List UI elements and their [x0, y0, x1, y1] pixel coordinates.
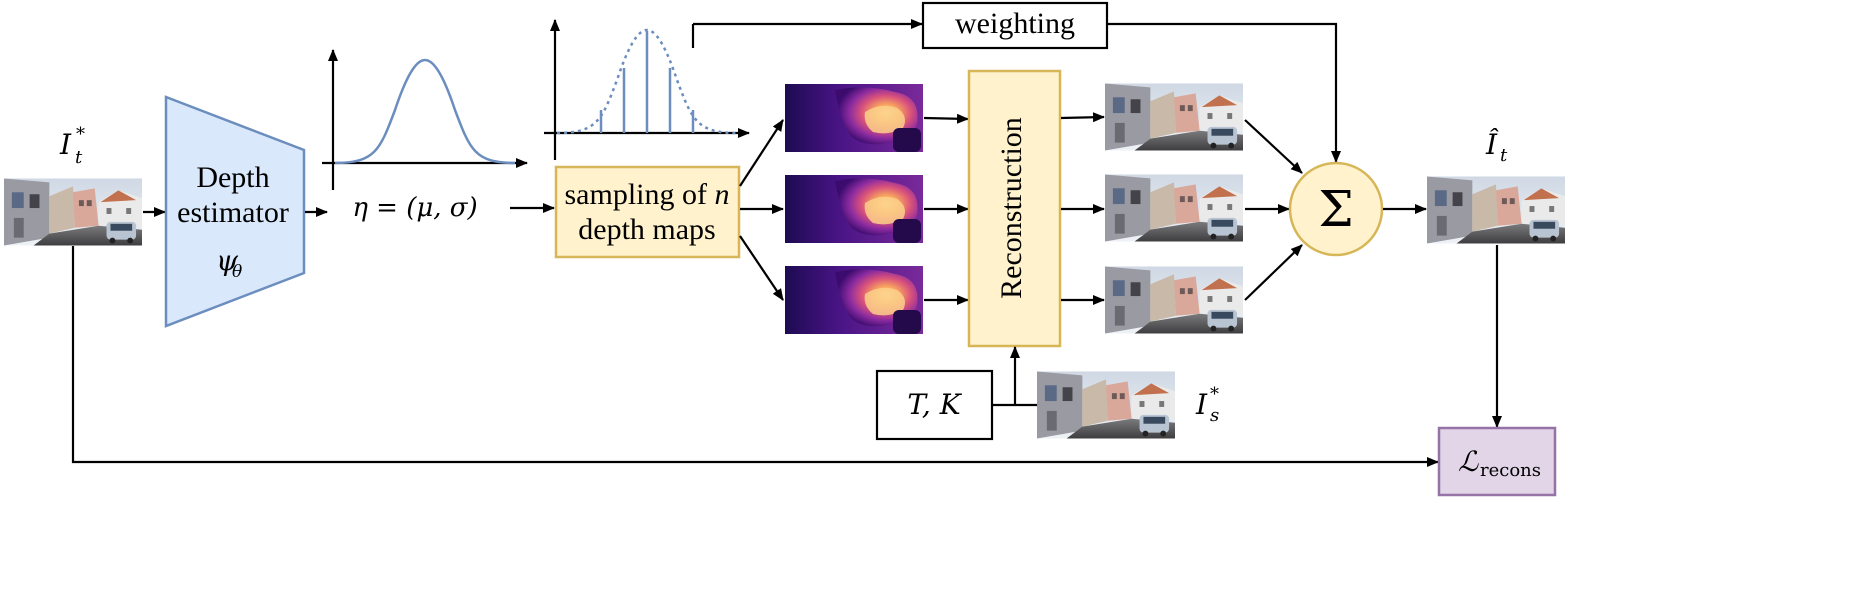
arrow-image-to-sum-1 — [1244, 119, 1303, 174]
reconstructed-image-3 — [1105, 266, 1243, 334]
svg-text:ℒ: ℒ — [1458, 445, 1479, 478]
svg-text:recons: recons — [1480, 460, 1541, 481]
svg-text:Σ: Σ — [1318, 180, 1353, 238]
depth-estimator: Depth estimator ψ θ — [164, 95, 306, 328]
arrow-recon-to-image-1 — [1060, 112, 1105, 123]
sum-node: Σ — [1288, 161, 1384, 257]
svg-text:*: * — [76, 124, 85, 145]
source-label: I s * — [1195, 384, 1219, 426]
depth-map-3 — [785, 266, 923, 334]
svg-text:t: t — [1500, 145, 1508, 166]
svg-text:s: s — [1210, 405, 1219, 426]
sampling-box: sampling of n depth maps — [554, 165, 741, 259]
depth-map-1 — [785, 84, 923, 152]
arrow-depth-to-recon-1 — [923, 113, 969, 124]
svg-text:estimator: estimator — [177, 196, 289, 229]
svg-text:*: * — [1210, 384, 1219, 405]
source-image — [1037, 371, 1175, 439]
svg-text:sampling of n: sampling of n — [565, 178, 730, 211]
intrinsics-box: T, K — [875, 369, 994, 441]
svg-text:T, K: T, K — [907, 388, 962, 421]
distribution-label: η = (μ, σ) — [352, 193, 477, 223]
sampled-gaussian-plot — [544, 19, 750, 160]
input-image — [4, 178, 142, 246]
depth-map-2 — [785, 175, 923, 243]
svg-text:t: t — [75, 147, 83, 168]
weighting-box: weighting — [921, 1, 1109, 50]
svg-text:weighting: weighting — [955, 7, 1075, 40]
svg-text:Reconstruction: Reconstruction — [995, 117, 1028, 299]
output-image — [1427, 176, 1565, 244]
svg-text:θ: θ — [232, 262, 242, 282]
reconstructed-image-1 — [1105, 83, 1243, 151]
arrow-image-to-sum-3 — [1244, 244, 1303, 301]
svg-text:I: I — [1195, 388, 1208, 421]
arrow-sampling-to-depth-1 — [739, 119, 784, 187]
output-label: Î t — [1485, 128, 1508, 166]
svg-text:Depth: Depth — [196, 161, 269, 194]
reconstructed-image-2 — [1105, 174, 1243, 242]
arrow-sampling-to-depth-3 — [739, 235, 784, 301]
svg-text:depth maps: depth maps — [578, 213, 715, 246]
svg-text:ψ: ψ — [216, 244, 239, 277]
gaussian-plot — [322, 49, 528, 190]
reconstruction-box: Reconstruction — [967, 69, 1062, 348]
input-label: I t * — [59, 124, 85, 168]
loss-box: ℒ recons — [1437, 426, 1557, 497]
arrow-input-to-loss — [71, 246, 1439, 467]
arrow-weighting-to-sum — [1108, 22, 1341, 163]
svg-text:I: I — [59, 128, 72, 161]
svg-text:Î: Î — [1485, 128, 1499, 161]
